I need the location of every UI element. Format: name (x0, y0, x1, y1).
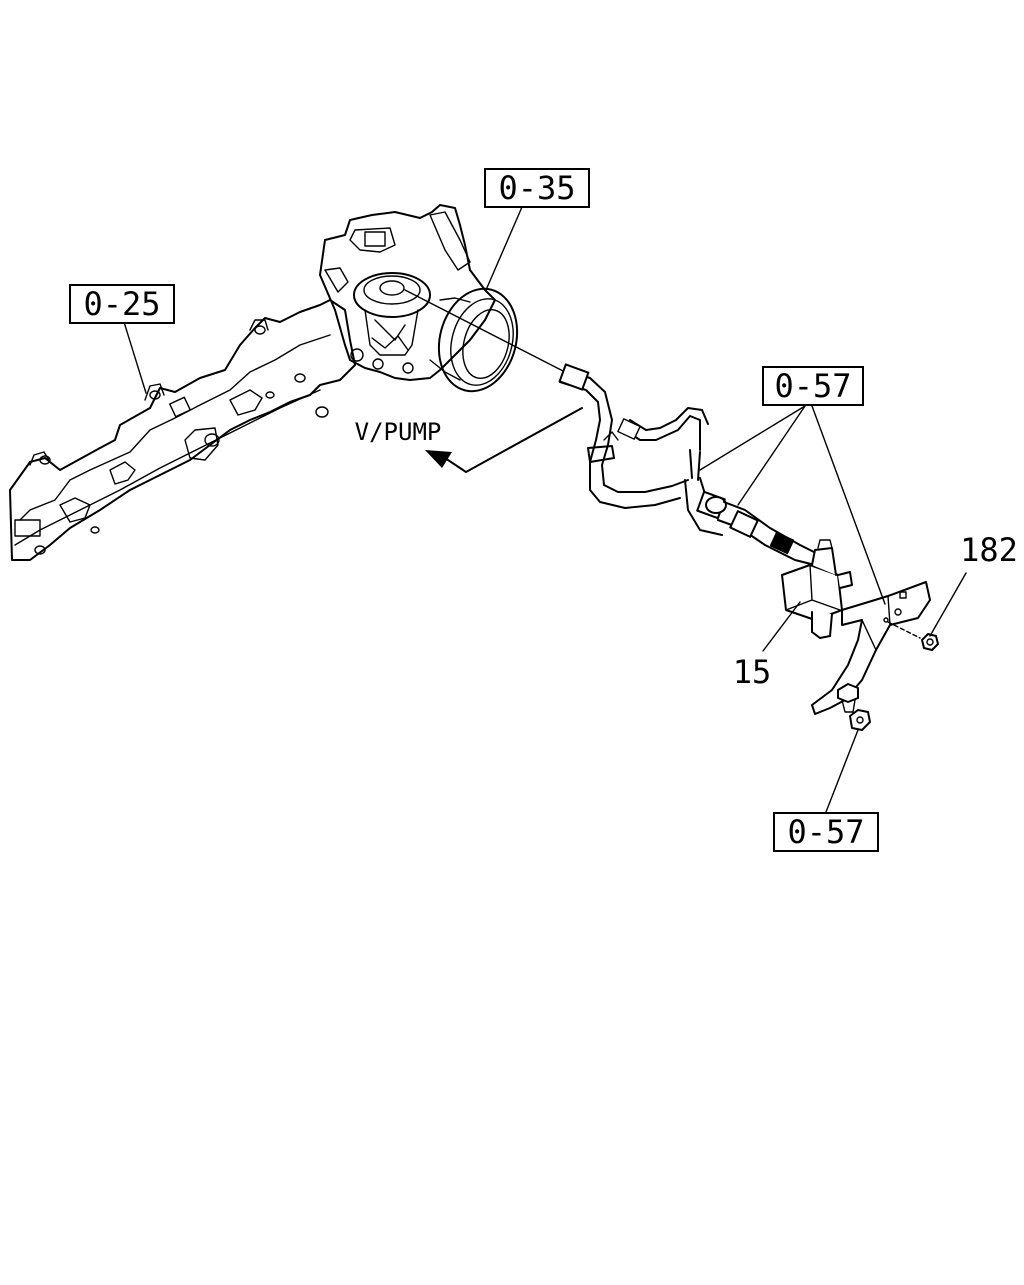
vpump-direction-arrow (425, 407, 583, 473)
callout-0-25[interactable]: 0-25 (69, 284, 175, 324)
callout-0-57-lower-label: 0-57 (787, 813, 864, 851)
vacuum-hose-system (404, 289, 821, 566)
callout-0-57-upper[interactable]: 0-57 (762, 366, 864, 406)
bolt-lower (837, 683, 871, 731)
vpump-label: V/PUMP (355, 418, 442, 446)
callout-0-35-label: 0-35 (498, 169, 575, 207)
callout-0-57-upper-label: 0-57 (774, 367, 851, 405)
callout-0-57-lower[interactable]: 0-57 (773, 812, 879, 852)
callout-0-25-label: 0-25 (83, 285, 160, 323)
part-number-15[interactable]: 15 (733, 653, 772, 691)
nut-182 (921, 633, 939, 651)
callout-0-35[interactable]: 0-35 (484, 168, 590, 208)
part-number-182[interactable]: 182 (960, 531, 1018, 569)
leader-lines (123, 206, 967, 813)
intake-manifold (9, 299, 356, 561)
throttle-body (319, 204, 519, 393)
